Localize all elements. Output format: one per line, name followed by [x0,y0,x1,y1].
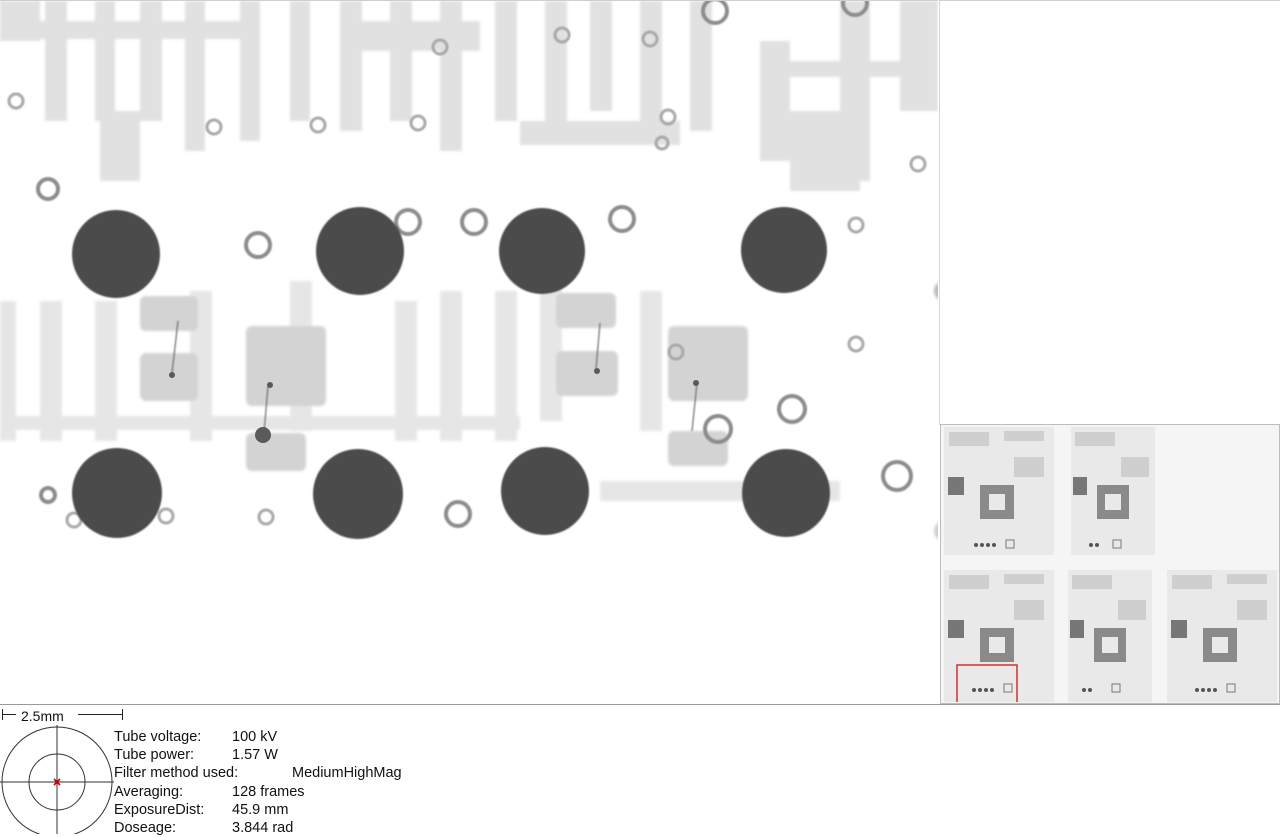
info-panel: Tube voltage: 100 kV Tube power: 1.57 W … [0,725,1280,836]
thumbnail-4[interactable] [1068,570,1152,702]
empty-area [939,0,1280,425]
xray-board-image [0,1,938,539]
scale-bar: 2.5mm [2,708,124,724]
scale-bar-row: 2.5mm [0,704,1280,726]
thumbnail-5[interactable] [1167,570,1277,702]
thumbnail-3[interactable] [944,570,1054,702]
thumbnail-2[interactable] [1071,427,1155,555]
crosshair-icon [0,725,114,834]
thumbnail-1[interactable] [944,427,1054,555]
selection-box [956,664,1018,702]
thumbnail-panel [940,424,1280,704]
scale-bar-label: 2.5mm [21,708,64,724]
xray-image-viewport[interactable] [0,0,938,705]
solder-ball-group [72,207,830,539]
